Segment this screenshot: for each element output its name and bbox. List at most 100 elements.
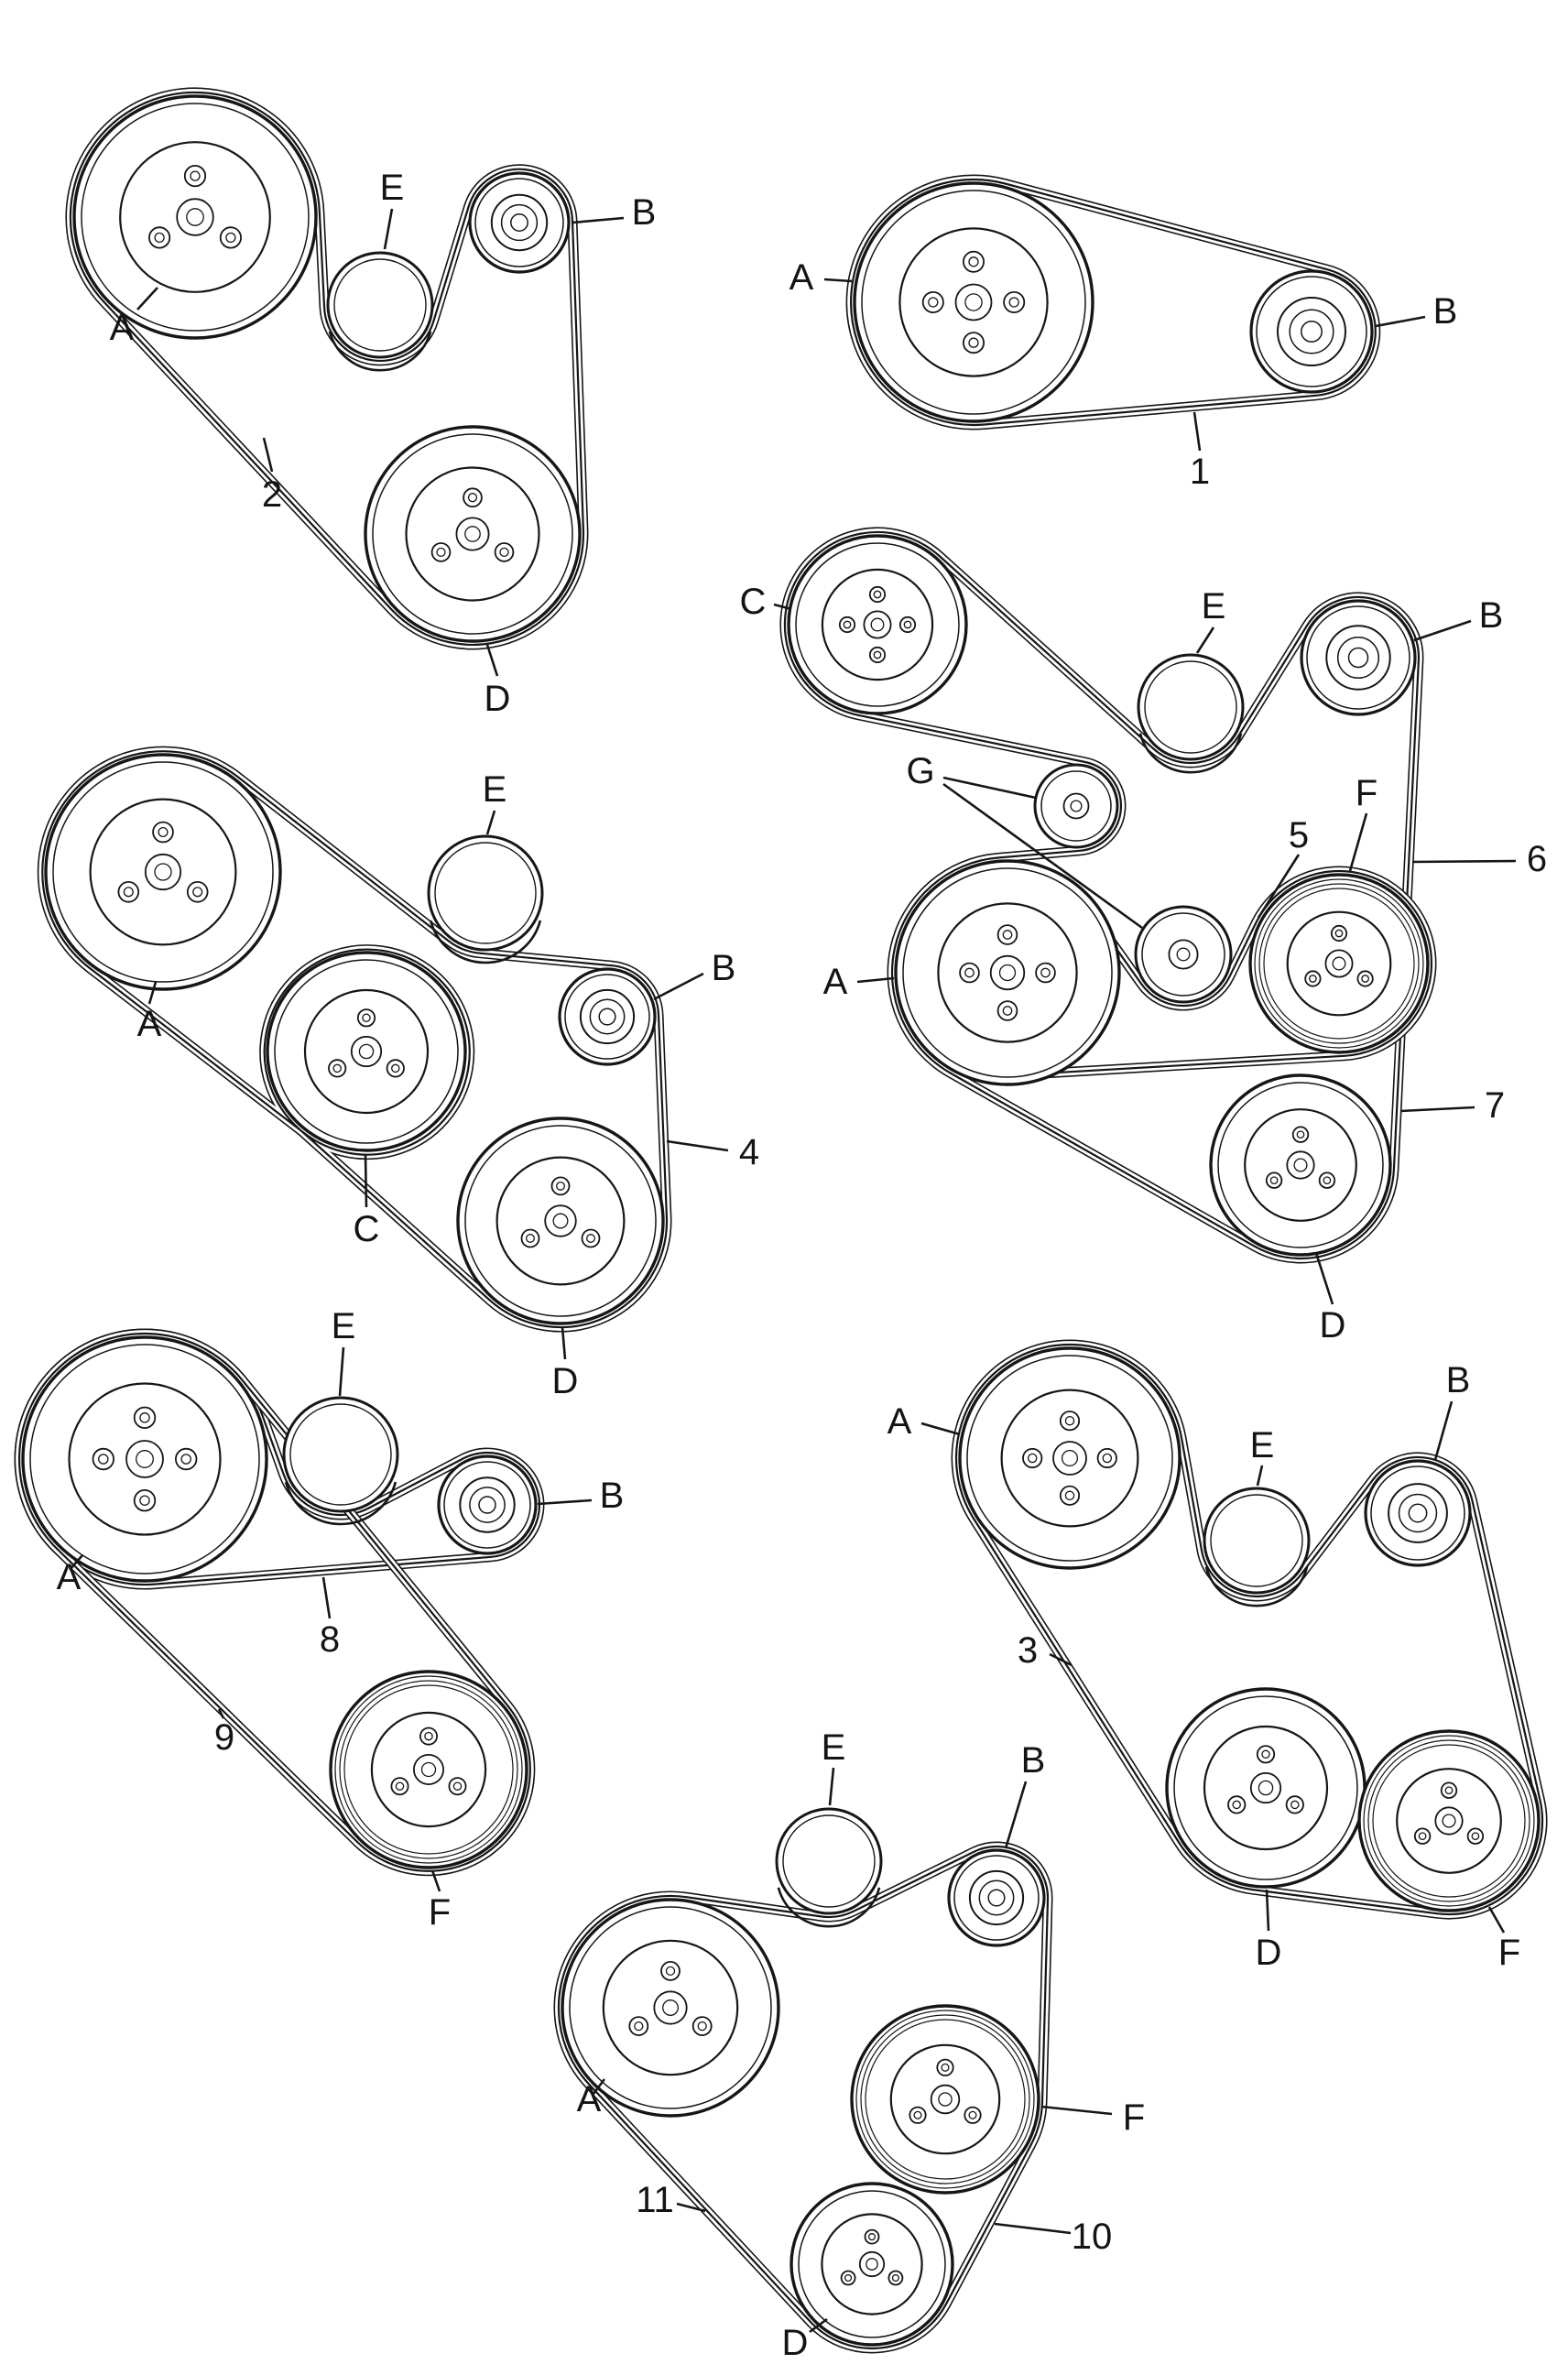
label-leader-line [773,603,792,611]
diagram-label-9: 9 [214,1708,234,1758]
diagram-label-B: B [1433,1360,1470,1461]
pulley-ring [938,2092,953,2107]
diagram-label-C: C [354,1153,379,1249]
diagram-label-E: E [332,1306,355,1397]
label-leader-line [1192,411,1202,452]
label-leader-line [1399,1106,1475,1113]
pulley-ring [544,1204,577,1237]
pulley-ring [452,1781,463,1791]
pulley-D [1165,1687,1367,1889]
label-text: B [632,192,657,233]
pulley-ring [775,1807,883,1915]
pulley-ring [1035,962,1056,984]
pulley-ring [1363,1735,1535,1907]
diagram-label-6: 6 [1411,839,1547,879]
label-text: D [1320,1305,1346,1345]
pulley-ring [1064,1490,1075,1501]
label-text: 1 [1190,452,1210,492]
diagram-label-B: B [572,192,656,233]
pulley-ring [844,2273,853,2282]
label-leader-line [338,1346,345,1397]
pulley-F [1248,873,1430,1054]
diagram-label-F: F [1040,2097,1145,2138]
pulley-ring [494,542,515,562]
pulley-ring [1144,660,1237,754]
pulley-ring [136,1450,154,1468]
pulley-ring [1442,1814,1456,1828]
pulley-ring [158,826,169,838]
idler-body-arc [1138,733,1243,774]
pulley-ring [1256,276,1367,387]
label-leader-line [485,810,496,835]
label-text: B [712,948,736,988]
label-leader-line [1413,619,1472,642]
pulley-ring [412,1754,444,1786]
label-text: 4 [739,1132,759,1172]
idler-body-arc [328,331,432,372]
pulley-A [561,1898,780,2118]
label-text: 5 [1289,815,1309,855]
pulley-ring [821,568,934,681]
diagram-label-8: 8 [320,1576,340,1660]
label-leader-line [430,1869,441,1892]
pulley-ring [303,988,430,1115]
diagram-label-10: 10 [994,2217,1112,2257]
pulley-ring [1347,647,1369,669]
label-leader-line [666,1139,729,1152]
pulley-ring [947,1848,1046,1947]
label-leader-line [676,2202,706,2213]
pulley-ring [1291,1126,1310,1143]
pulley-ring [420,1761,437,1778]
diagram-label-C: C [740,582,792,622]
diagram-label-E: E [1250,1425,1274,1487]
pulley-ring [558,967,657,1066]
pulley-ring [1061,1449,1079,1467]
belt-stroke [783,530,1421,1260]
pulley-E [1137,653,1245,774]
pulley-ring [1269,1176,1279,1185]
pulley-ring [1286,910,1392,1017]
pulley-ring [1293,1158,1308,1172]
pulley-ring [843,620,852,629]
belt-path [553,1841,1053,2354]
label-text: D [485,679,511,719]
pulley-ring [953,1855,1040,1941]
diagram-label-B: B [1004,1740,1045,1849]
label-text: 3 [1018,1630,1038,1671]
pulley-ring [1324,949,1354,978]
pulley-ring [52,761,274,983]
pulley-ring [328,1059,347,1078]
pulley-ring [941,2063,950,2072]
pulley-ring [963,332,985,354]
pulley-ring [1285,1795,1304,1814]
pulley-ring [887,2270,904,2286]
pulley-ring [628,2016,649,2037]
pulley-ring [1325,625,1391,691]
pulley-ring [174,1447,198,1471]
idler-body-arc [777,1887,881,1928]
pulley-ring [459,1476,516,1533]
pulley-ring [1217,1082,1384,1248]
pulley-ring [936,2058,954,2076]
label-leader-line [1433,1400,1454,1461]
pulley-ring [395,1781,405,1791]
idler-body-arc [429,920,542,964]
pulley-ring [968,1869,1025,1926]
pulley-ring [437,1454,538,1555]
pulley-ring [550,1176,571,1196]
pulley-ring [139,1412,150,1423]
pulley-ring [1318,1171,1336,1189]
pulley-ring [500,203,539,242]
pulley-ring [1332,956,1346,971]
belt-path [779,527,1424,1264]
belt-stroke [69,91,585,647]
pulley-ring [966,1355,1173,1562]
pulley-ring [370,1711,487,1828]
pulley-ring [1064,1415,1075,1426]
pulley-ring [564,974,650,1060]
pulley-ring [858,2250,886,2278]
pulley-ring [391,1063,400,1073]
label-text: 8 [320,1619,340,1660]
